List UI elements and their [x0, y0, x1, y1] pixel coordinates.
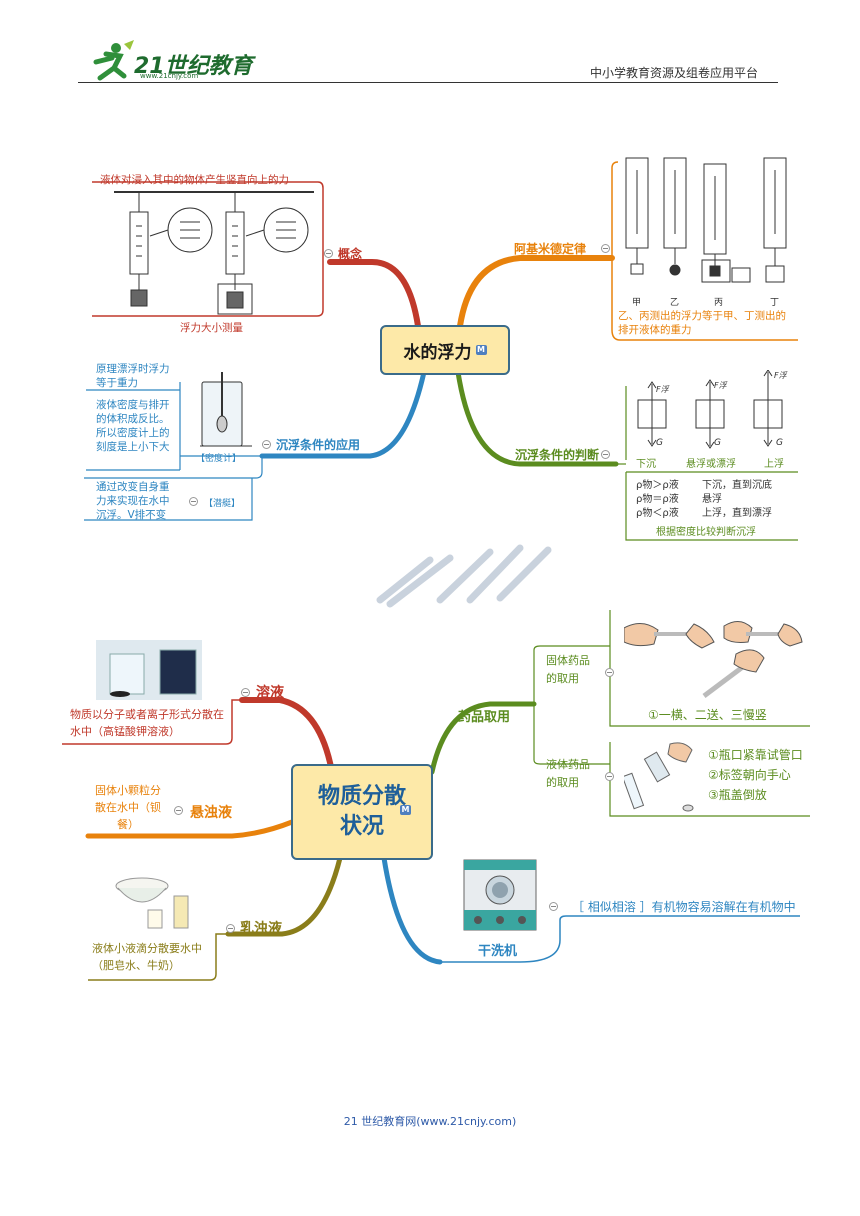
hydrometer-tag: 【密度计】	[196, 454, 242, 464]
map1-central-label: 水的浮力	[403, 342, 472, 363]
hydrometer-principle-text: 原理漂浮时浮力等于重力	[96, 363, 170, 389]
dryclean-label[interactable]: 干洗机	[478, 944, 518, 959]
archimedes-note: 乙、丙测出的浮力等于甲、丁测出的排开液体的重力	[618, 310, 786, 336]
solid-drug-rule: ①一横、二送、三慢竖	[648, 708, 767, 722]
spring-scale-figure	[114, 191, 314, 315]
logo-url: www.21cnjy.com	[140, 72, 199, 80]
solid-drug-collapse-toggle[interactable]	[605, 668, 614, 677]
dry-cleaning-machine-figure	[463, 859, 537, 931]
archimedes-label[interactable]: 阿基米德定律	[514, 242, 587, 256]
map1-badge: M	[475, 345, 487, 355]
force-f-label-1: F浮	[656, 385, 669, 394]
dryclean-text: ［ 相似相溶 ］有机物容易溶解在有机物中	[572, 900, 796, 914]
archimedes-label-jia: 甲	[632, 298, 642, 308]
solution-beakers-figure	[96, 640, 202, 700]
emulsion-collapse-toggle[interactable]	[226, 924, 235, 933]
rule-result-3: 上浮，直到漂浮	[702, 508, 772, 519]
page-header: 21世纪教育 www.21cnjy.com 中小学教育资源及组卷应用平台	[78, 38, 778, 84]
state-rise: 上浮	[764, 459, 784, 470]
emulsion-text: 液体小液滴分散要水中（肥皂水、牛奶）	[92, 942, 202, 972]
emulsion-label[interactable]: 乳浊液	[240, 921, 282, 937]
archimedes-label-yi: 乙	[670, 298, 680, 308]
map2-central-label: 物质分散状况	[317, 784, 406, 839]
platform-name: 中小学教育资源及组卷应用平台	[590, 66, 759, 80]
emulsion-milk-figure	[115, 877, 189, 929]
runner-logo-icon	[93, 40, 134, 81]
map2-badge: M	[400, 805, 411, 815]
judgement-collapse-toggle[interactable]	[601, 450, 610, 459]
archimedes-label-bing: 丙	[714, 298, 724, 308]
archimedes-label-ding: 丁	[770, 298, 780, 308]
force-diagram-figure	[637, 370, 783, 449]
solution-collapse-toggle[interactable]	[241, 688, 250, 697]
page-footer: 21 世纪教育网(www.21cnjy.com)	[343, 1115, 517, 1128]
liquid-rule-2: ②标签朝向手心	[708, 768, 791, 782]
watermark	[376, 544, 552, 608]
rule-cond-3: ρ物＜ρ液	[636, 508, 679, 519]
rule-result-2: 悬浮	[702, 494, 722, 505]
solid-drug-hands-figure	[624, 621, 803, 698]
archimedes-collapse-toggle[interactable]	[601, 244, 610, 253]
solid-drug-label: 固体药品的取用	[546, 654, 590, 685]
liquid-drug-label: 液体药品的取用	[546, 758, 590, 789]
judgement-caption: 根据密度比较判断沉浮	[656, 527, 756, 538]
rule-cond-1: ρ物＞ρ液	[636, 480, 679, 491]
concept-collapse-toggle[interactable]	[324, 249, 333, 258]
dryclean-collapse-toggle[interactable]	[549, 902, 558, 911]
hydrometer-density-text: 液体密度与排开的体积成反比。所以密度计上的刻度是上小下大	[96, 399, 170, 453]
force-g-label-3: G	[776, 438, 783, 448]
force-g-label-2: G	[714, 438, 721, 448]
archimedes-figure	[625, 157, 787, 283]
hydrometer-figure	[200, 372, 252, 447]
map2-central-topic[interactable]: 物质分散状况	[291, 764, 433, 860]
force-f-label-2: F浮	[714, 381, 727, 390]
solution-text: 物质以分子或者离子形式分散在水中（高锰酸钾溶液）	[70, 708, 224, 738]
force-g-label-1: G	[656, 438, 663, 448]
judgement-label[interactable]: 沉浮条件的判断	[515, 448, 600, 462]
liquid-rule-1: ①瓶口紧靠试管口	[708, 748, 803, 762]
suspension-text: 固体小颗粒分散在水中（钡餐）	[95, 784, 161, 831]
concept-definition: 液体对浸入其中的物体产生竖直向上的力	[100, 174, 289, 186]
submarine-tag: 【潜艇】	[204, 499, 241, 509]
liquid-drug-pour-figure	[624, 742, 694, 812]
concept-label[interactable]: 概念	[338, 247, 363, 261]
application-collapse-toggle[interactable]	[262, 440, 271, 449]
map1-central-topic[interactable]: 水的浮力 M	[380, 325, 510, 375]
rule-result-1: 下沉，直到沉底	[702, 480, 772, 491]
liquid-rule-3: ③瓶盖倒放	[708, 788, 767, 802]
liquid-drug-collapse-toggle[interactable]	[605, 772, 614, 781]
solution-label[interactable]: 溶液	[256, 685, 284, 701]
state-sink: 下沉	[636, 459, 656, 470]
application-label[interactable]: 沉浮条件的应用	[276, 438, 361, 452]
drug-label[interactable]: 药品取用	[458, 710, 511, 725]
state-float: 悬浮或漂浮	[686, 459, 736, 470]
submarine-collapse-toggle[interactable]	[189, 497, 198, 506]
header-divider	[78, 82, 778, 83]
force-f-label-3: F浮	[774, 371, 787, 380]
concept-measure-caption: 浮力大小测量	[180, 322, 243, 334]
submarine-text: 通过改变自身重力来实现在水中沉浮。V排不变	[96, 481, 170, 521]
suspension-label[interactable]: 悬浊液	[190, 805, 232, 821]
suspension-collapse-toggle[interactable]	[174, 806, 183, 815]
logo-text: 21世纪教育	[134, 54, 253, 79]
rule-cond-2: ρ物＝ρ液	[636, 494, 679, 505]
